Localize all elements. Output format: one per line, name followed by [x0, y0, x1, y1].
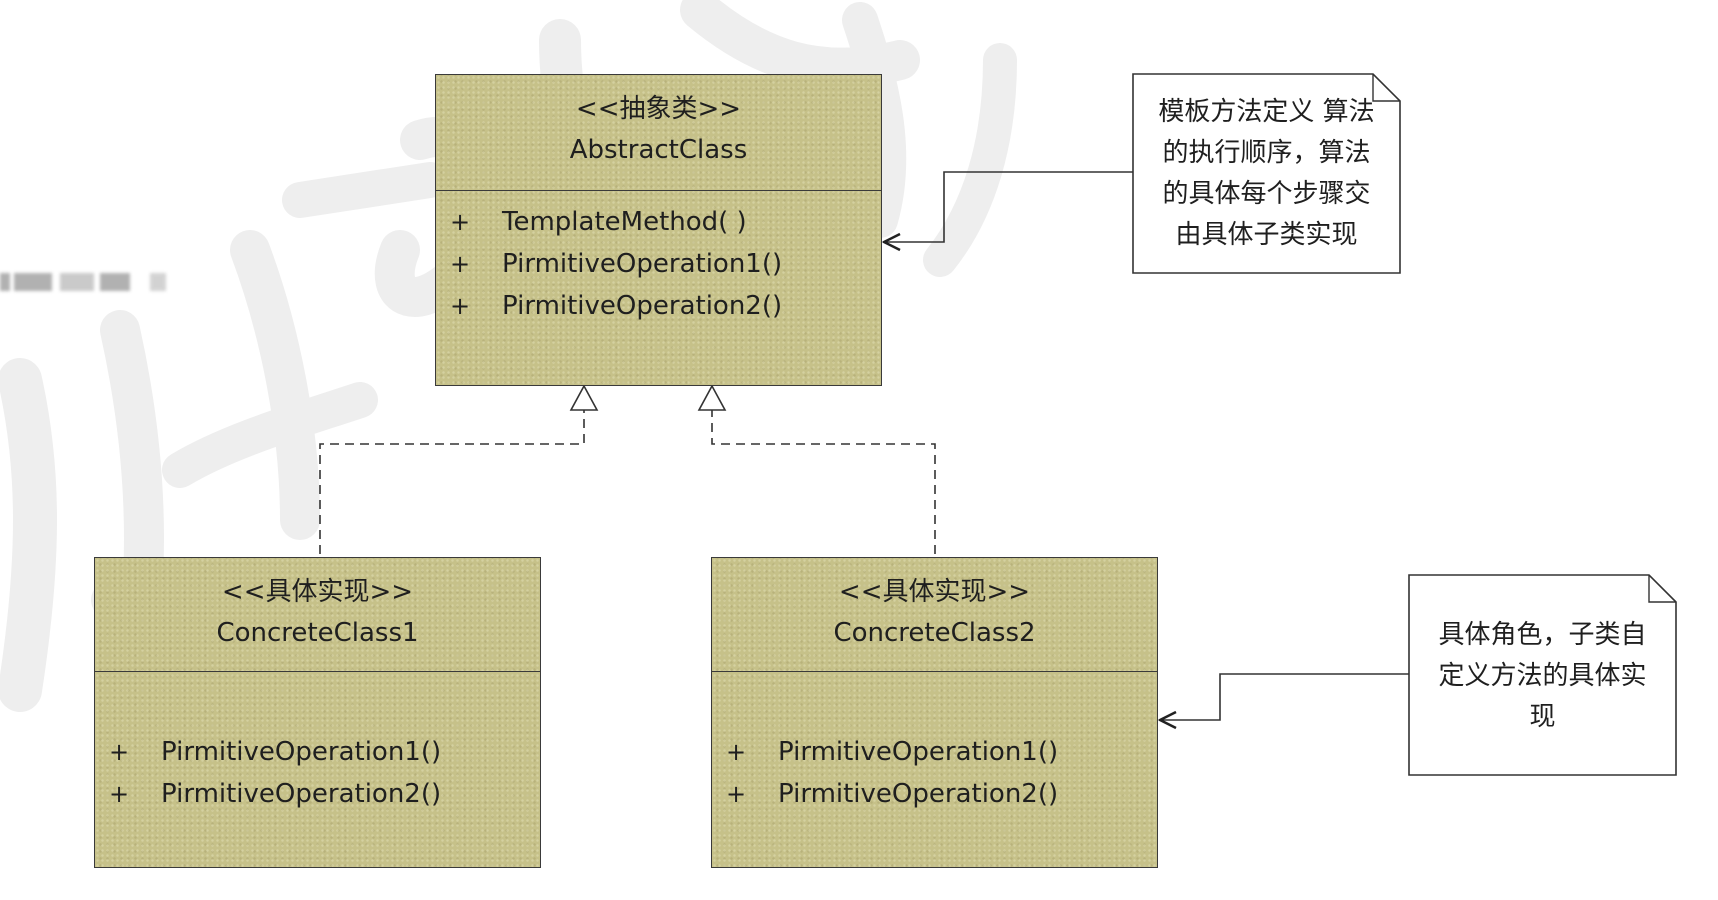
- note-line: 的具体每个步骤交: [1162, 179, 1371, 209]
- realization-concrete2: [697, 384, 936, 554]
- method-row: + TemplateMethod( ): [436, 201, 881, 243]
- note-line: 模板方法定义 算法: [1158, 97, 1375, 127]
- note-link-concrete: [1160, 673, 1409, 720]
- method-name: PirmitiveOperation2(): [161, 779, 442, 809]
- concrete-class1-methods: + PirmitiveOperation1() + PirmitiveOpera…: [95, 731, 540, 815]
- abstract-class-header: <<抽象类>> AbstractClass: [436, 75, 881, 191]
- note-line: 具体角色，子类自: [1438, 620, 1647, 650]
- method-row: + PirmitiveOperation2(): [95, 773, 540, 815]
- note-template-outline: [1132, 73, 1401, 274]
- method-row: + PirmitiveOperation2(): [436, 285, 881, 327]
- method-visibility: +: [450, 250, 471, 278]
- note-concrete-role[interactable]: 具体角色，子类自 定义方法的具体实 现: [1409, 575, 1676, 775]
- method-name: PirmitiveOperation1(): [161, 737, 442, 767]
- method-visibility: +: [109, 738, 130, 766]
- method-visibility: +: [109, 780, 130, 808]
- concrete-class1-box[interactable]: <<具体实现>> ConcreteClass1 + PirmitiveOpera…: [94, 557, 541, 868]
- method-name: PirmitiveOperation2(): [778, 779, 1059, 809]
- concrete-class2-stereotype: <<具体实现>>: [838, 577, 1031, 607]
- blur-block: [60, 273, 94, 291]
- note-line: 定义方法的具体实: [1438, 661, 1647, 691]
- note-template-method[interactable]: 模板方法定义 算法 的执行顺序，算法 的具体每个步骤交 由具体子类实现: [1133, 74, 1400, 273]
- abstract-class-name: AbstractClass: [569, 135, 748, 165]
- method-row: + PirmitiveOperation1(): [95, 731, 540, 773]
- note-line: 现: [1529, 702, 1556, 732]
- method-visibility: +: [450, 208, 471, 236]
- method-row: + PirmitiveOperation1(): [436, 243, 881, 285]
- note-line: 的执行顺序，算法: [1162, 138, 1371, 168]
- note-template-text: 模板方法定义 算法 的执行顺序，算法 的具体每个步骤交 由具体子类实现: [1141, 92, 1392, 256]
- concrete-class1-header: <<具体实现>> ConcreteClass1: [95, 558, 540, 672]
- blurred-label: [0, 273, 180, 293]
- blur-block: [14, 273, 52, 291]
- method-row: + PirmitiveOperation2(): [712, 773, 1157, 815]
- concrete-class2-name: ConcreteClass2: [833, 618, 1036, 648]
- note-link-template: [884, 171, 1133, 242]
- concrete-class1-stereotype: <<具体实现>>: [221, 577, 414, 607]
- concrete-class1-name: ConcreteClass1: [216, 618, 419, 648]
- blur-block: [100, 273, 130, 291]
- method-name: PirmitiveOperation1(): [502, 249, 783, 279]
- realization-concrete1: [319, 384, 599, 554]
- abstract-class-box[interactable]: <<抽象类>> AbstractClass + TemplateMethod( …: [435, 74, 882, 386]
- note-concrete-text: 具体角色，子类自 定义方法的具体实 现: [1417, 615, 1668, 738]
- method-visibility: +: [726, 780, 747, 808]
- method-row: + PirmitiveOperation1(): [712, 731, 1157, 773]
- concrete-class2-methods: + PirmitiveOperation1() + PirmitiveOpera…: [712, 731, 1157, 815]
- method-name: PirmitiveOperation1(): [778, 737, 1059, 767]
- method-visibility: +: [726, 738, 747, 766]
- abstract-class-methods: + TemplateMethod( ) + PirmitiveOperation…: [436, 201, 881, 327]
- concrete-class2-header: <<具体实现>> ConcreteClass2: [712, 558, 1157, 672]
- blur-block: [150, 273, 166, 291]
- note-concrete-outline: [1408, 574, 1677, 776]
- concrete-class2-box[interactable]: <<具体实现>> ConcreteClass2 + PirmitiveOpera…: [711, 557, 1158, 868]
- note-line: 由具体子类实现: [1175, 220, 1358, 250]
- method-visibility: +: [450, 292, 471, 320]
- method-name: PirmitiveOperation2(): [502, 291, 783, 321]
- abstract-class-stereotype: <<抽象类>>: [575, 94, 742, 124]
- method-name: TemplateMethod( ): [502, 207, 747, 237]
- blur-block: [0, 273, 10, 291]
